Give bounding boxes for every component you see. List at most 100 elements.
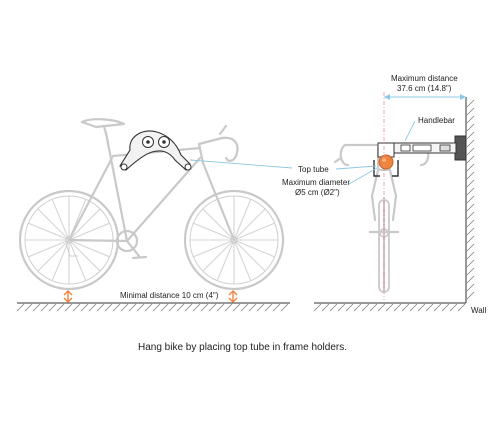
ground-hatch [264,303,273,312]
ground-hatch [104,303,113,312]
wheel-spoke [51,239,70,281]
ground-hatch [433,303,442,312]
ground-hatch [369,303,378,312]
top-tube-label: Top tube [298,165,329,174]
ground-hatch [64,303,73,312]
wheel-spoke [233,239,275,258]
instruction-caption: Hang bike by placing top tube in frame h… [138,342,347,353]
wall-hatch [466,267,475,276]
wall-hatch [466,211,475,220]
ground-hatch [377,303,386,312]
wheel-spoke [233,199,252,241]
wall-hatch [466,123,475,132]
max-diameter-label-line2: Ø5 cm (Ø2") [295,188,340,197]
ground-hatch [449,303,458,312]
ground-hatch [313,303,322,312]
wheel-spoke [202,208,235,241]
wall-hatch [466,291,475,300]
ground-hatch [160,303,169,312]
wall [465,97,475,303]
bike-side-view [18,118,285,291]
max-diameter-label-line1: Maximum diameter [282,178,350,187]
handlebar-leader [404,120,416,142]
wheel-spoke [193,239,235,258]
wall-hatch [466,251,475,260]
max-distance-dimension [384,94,466,100]
wall-label: Wall [471,306,486,315]
ground-hatch [256,303,265,312]
ground-hatch [88,303,97,312]
bike-frame [65,118,239,260]
ground-hatch [401,303,410,312]
wall-hatch [466,107,475,116]
wheel-spoke [193,222,235,241]
ground-hatch [184,303,193,312]
wheel-spoke [202,239,235,272]
max-diameter-leader [348,167,378,185]
wheel-spoke [68,208,101,241]
ground-hatch [56,303,65,312]
ground-hatch [128,303,137,312]
ground-hatch [152,303,161,312]
wheel-spoke [28,239,70,258]
wheel-spoke [28,222,70,241]
frame-holder-side [119,130,192,171]
ground-hatch [40,303,49,312]
front-wheel [183,189,285,291]
wheel-spoke [68,222,110,241]
ground-hatch [361,303,370,312]
top-tube-leader [189,159,377,170]
wheel-spoke [51,199,70,241]
ground-hatch [176,303,185,312]
ground-hatch [321,303,330,312]
ground-hatch [345,303,354,312]
wheel-spoke [37,239,70,272]
wheel-spoke [233,222,275,241]
ground-hatch [168,303,177,312]
ground-hatch [24,303,33,312]
ground-hatch [192,303,201,312]
ground-hatch [200,303,209,312]
wall-hatch [466,147,475,156]
ground-right [313,302,466,312]
wall-hatch [466,243,475,252]
wall-hatch [466,203,475,212]
ground-hatch [240,303,249,312]
minimal-distance-arrow-right [228,290,238,303]
wall-hatch [466,131,475,140]
wall-hatch [466,283,475,292]
minimal-distance-label: Minimal distance 10 cm (4") [120,291,219,300]
wheel-spoke [233,208,266,241]
wheel-spoke [233,239,266,272]
wall-hatch [466,259,475,268]
frame-holder-front [373,135,467,177]
ground-hatch [280,303,289,312]
rear-wheel [18,189,120,291]
ground-hatch [208,303,217,312]
top-tube-cross-section [378,154,394,170]
ground-hatch [232,303,241,312]
wall-hatch [466,171,475,180]
ground-hatch [72,303,81,312]
wall-hatch [466,155,475,164]
wheel-spoke [216,239,235,281]
ground-hatch [329,303,338,312]
ground-hatch [353,303,362,312]
ground-hatch [216,303,225,312]
wall-hatch [466,179,475,188]
wheel-spoke [68,239,87,281]
ground-hatch [48,303,57,312]
wall-hatch [466,139,475,148]
max-distance-label-line1: Maximum distance [391,74,458,83]
wheel-spoke [68,239,110,258]
wall-hatch [466,227,475,236]
ground-hatch [457,303,466,312]
wall-hatch [466,219,475,228]
ground-hatch [144,303,153,312]
ground-hatch [417,303,426,312]
ground-hatch [385,303,394,312]
ground-hatch [136,303,145,312]
ground-hatch [224,303,233,312]
wheel-spoke [68,239,101,272]
